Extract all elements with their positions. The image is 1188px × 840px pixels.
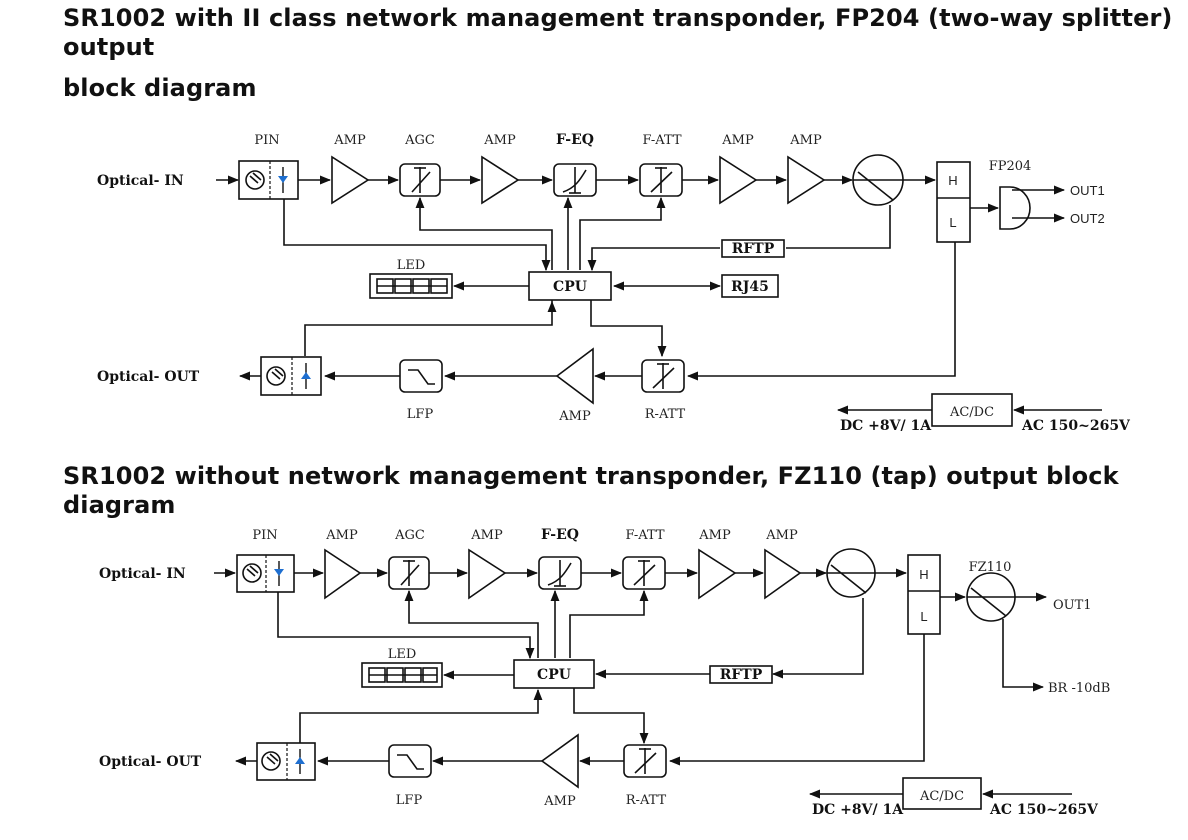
photodiode-icon [278, 176, 288, 183]
label-f-eq: F-EQ [541, 527, 579, 543]
pin-photodiode-block [236, 554, 295, 593]
diplexer-high-label: H [919, 567, 928, 582]
cpu-label: CPU [537, 667, 571, 683]
label-amp-2: AMP [483, 133, 516, 148]
label-amp-1: AMP [325, 528, 358, 543]
amp-4-triangle [764, 548, 802, 600]
pin-photodiode-block [238, 160, 299, 200]
label-return-amp: AMP [543, 794, 576, 809]
diplexer: H L [936, 161, 971, 243]
out2-label: OUT2 [1070, 211, 1105, 226]
amp-2-triangle [481, 155, 520, 205]
agc-block [388, 556, 430, 590]
lfp-filter [388, 744, 432, 778]
label-f-att: F-ATT [642, 133, 681, 148]
optical-tx-block [256, 742, 316, 781]
block-diagram-1: PIN AMP AGC AMP F-EQ F-ATT AMP AMP Optic… [97, 132, 1131, 434]
led-label: LED [388, 647, 417, 662]
label-return-amp: AMP [558, 409, 591, 424]
fp204-label: FP204 [989, 159, 1032, 174]
led-display [361, 662, 443, 688]
agc-block [399, 163, 441, 197]
return-amp-triangle [540, 733, 579, 789]
label-amp-3: AMP [721, 133, 754, 148]
diplexer: H L [907, 554, 941, 635]
laser-diode-icon [295, 757, 305, 764]
diagram2-title: SR1002 without network management transp… [63, 462, 1119, 519]
amp-1-triangle [331, 155, 370, 205]
label-amp-4: AMP [765, 528, 798, 543]
cpu-block: CPU [513, 659, 595, 689]
diplexer-low-label: L [949, 215, 956, 230]
amp-3-triangle [719, 155, 758, 205]
rftp-block: RFTP [721, 239, 785, 258]
fp204-splitter [999, 186, 1031, 230]
out1-label: OUT1 [1053, 598, 1092, 613]
rj45-port: RJ45 [721, 274, 779, 298]
ac-dc-psu: AC/DC [902, 777, 982, 810]
rftp-block: RFTP [709, 665, 773, 684]
fz110-label: FZ110 [969, 560, 1012, 575]
label-agc: AGC [404, 133, 435, 148]
led-display [369, 273, 453, 299]
label-pin: PIN [254, 133, 279, 148]
ac-dc-label: AC/DC [949, 405, 994, 420]
dc-output-label: DC +8V/ 1A [812, 802, 904, 818]
cpu-block: CPU [528, 271, 612, 301]
ac-dc-psu: AC/DC [931, 393, 1013, 427]
f-eq-block [538, 556, 582, 590]
laser-diode-icon [301, 372, 311, 379]
led-label: LED [397, 258, 426, 273]
ac-input-label: AC 150~265V [1021, 418, 1131, 434]
rftp-label: RFTP [732, 241, 775, 257]
label-r-att: R-ATT [626, 793, 667, 808]
optical-in-label: Optical- IN [99, 566, 186, 582]
r-att-block [641, 359, 685, 393]
label-f-eq: F-EQ [556, 132, 594, 148]
f-att-block [622, 556, 666, 590]
fz110-tap [966, 572, 1016, 622]
diagram1-title-line1: SR1002 with II class network management … [63, 4, 1173, 61]
ac-dc-label: AC/DC [919, 789, 964, 804]
amp-4-triangle [787, 155, 826, 205]
diplexer-low-label: L [920, 609, 927, 624]
label-f-att: F-ATT [625, 528, 664, 543]
cpu-label: CPU [553, 279, 587, 295]
dc-output-label: DC +8V/ 1A [840, 418, 932, 434]
label-agc: AGC [394, 528, 425, 543]
label-amp-1: AMP [333, 133, 366, 148]
ac-input-label: AC 150~265V [989, 802, 1099, 818]
return-amp-triangle [555, 347, 594, 405]
f-eq-block [553, 163, 597, 197]
block-diagram-2: PIN AMP AGC AMP F-EQ F-ATT AMP AMP Optic… [99, 527, 1110, 818]
optical-tx-block [260, 356, 322, 396]
label-r-att: R-ATT [645, 407, 686, 422]
directional-coupler [852, 154, 904, 206]
rftp-label: RFTP [720, 667, 763, 683]
br-output-label: BR -10dB [1048, 681, 1110, 696]
amp-2-triangle [468, 548, 507, 600]
label-pin: PIN [252, 528, 277, 543]
out1-label: OUT1 [1070, 183, 1105, 198]
directional-coupler [826, 548, 876, 598]
label-amp-2: AMP [470, 528, 503, 543]
lfp-filter [399, 359, 443, 393]
diagram1-title-line2: block diagram [63, 74, 257, 102]
amp-3-triangle [698, 548, 737, 600]
rj45-label: RJ45 [731, 279, 769, 295]
amp-1-triangle [324, 548, 362, 600]
label-lfp: LFP [407, 407, 434, 422]
optical-out-label: Optical- OUT [97, 369, 200, 385]
diplexer-high-label: H [948, 173, 957, 188]
optical-out-label: Optical- OUT [99, 754, 202, 770]
f-att-block [639, 163, 683, 197]
label-lfp: LFP [396, 793, 423, 808]
optical-in-label: Optical- IN [97, 173, 184, 189]
r-att-block [623, 744, 667, 778]
label-amp-3: AMP [698, 528, 731, 543]
label-amp-4: AMP [789, 133, 822, 148]
photodiode-icon [274, 569, 284, 576]
